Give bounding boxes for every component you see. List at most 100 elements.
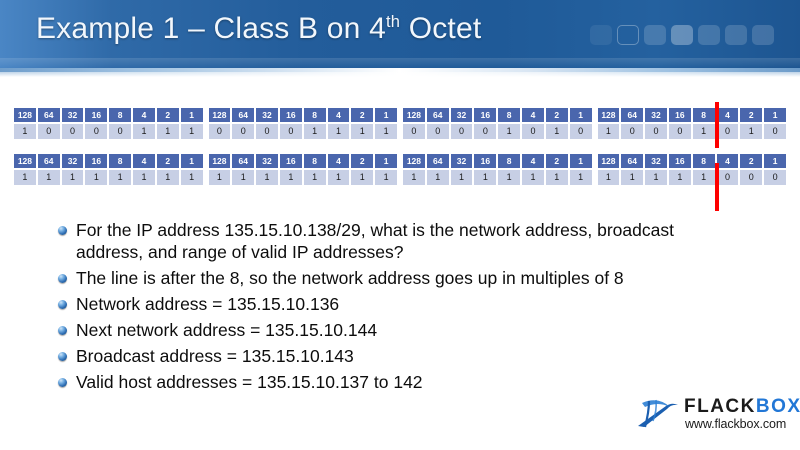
- place-value-cell-32: 32: [256, 154, 278, 168]
- header-square-4: [671, 25, 693, 45]
- place-value-cell-128: 128: [597, 108, 620, 122]
- bit-cell: 1: [133, 124, 155, 139]
- place-value-cell-8: 8: [303, 108, 326, 122]
- bullet-list: For the IP address 135.15.10.138/29, wha…: [58, 219, 698, 397]
- bit-cell: 1: [14, 170, 36, 185]
- bit-cell: 0: [208, 124, 231, 139]
- logo-word-flack: FLACK: [684, 396, 756, 417]
- place-value-cell-64: 64: [426, 108, 449, 122]
- header-square-6: [725, 25, 747, 45]
- place-value-cell-16: 16: [668, 108, 691, 122]
- bit-cell: 0: [716, 124, 739, 139]
- header-square-7: [752, 25, 774, 45]
- place-value-cell-128: 128: [208, 108, 231, 122]
- bullet-sphere-icon: [58, 274, 67, 283]
- bridge-arc-icon: [638, 399, 678, 428]
- bit-cell: 1: [375, 170, 397, 185]
- place-value-cell-2: 2: [545, 154, 568, 168]
- bit-cell: 1: [597, 124, 620, 139]
- place-value-cell-64: 64: [37, 154, 60, 168]
- place-value-cell-1: 1: [375, 154, 397, 168]
- place-value-cell-128: 128: [403, 154, 425, 168]
- place-value-cell-2: 2: [156, 154, 179, 168]
- place-value-cell-16: 16: [279, 108, 302, 122]
- bit-cell: 0: [256, 124, 278, 139]
- bullet-text: Broadcast address = 135.15.10.143: [76, 346, 354, 366]
- bit-cell: 1: [545, 170, 568, 185]
- bit-cell: 1: [37, 170, 60, 185]
- place-value-cell-4: 4: [327, 154, 350, 168]
- bit-cell: 1: [351, 170, 374, 185]
- place-value-cell-4: 4: [133, 154, 155, 168]
- bit-cell: 0: [279, 124, 302, 139]
- place-value-cell-32: 32: [61, 108, 84, 122]
- place-value-cell-8: 8: [498, 108, 521, 122]
- logo-wordmark: FLACKBOX: [684, 396, 800, 418]
- bit-cell: 0: [426, 124, 449, 139]
- bullet-sphere-icon: [58, 300, 67, 309]
- place-value-cell-2: 2: [156, 108, 179, 122]
- list-item: The line is after the 8, so the network …: [58, 267, 698, 289]
- place-value-cell-16: 16: [85, 108, 108, 122]
- place-value-cell-128: 128: [208, 154, 231, 168]
- place-value-cell-4: 4: [716, 108, 739, 122]
- bit-cell: 1: [279, 170, 302, 185]
- place-value-cell-32: 32: [256, 108, 278, 122]
- place-value-cell-8: 8: [498, 154, 521, 168]
- slide-header-band: Example 1 – Class B on 4th Octet: [0, 0, 800, 68]
- place-value-cell-32: 32: [450, 108, 473, 122]
- header-underglow-divider: [0, 68, 800, 77]
- bit-cell: 1: [474, 170, 497, 185]
- place-value-cell-4: 4: [716, 154, 739, 168]
- bit-cell: 1: [14, 124, 36, 139]
- header-square-2: [617, 25, 639, 45]
- bit-cell: 0: [37, 124, 60, 139]
- bit-cell: 0: [450, 124, 473, 139]
- bullet-sphere-icon: [58, 226, 67, 235]
- bit-cell: 0: [621, 124, 644, 139]
- flackbox-logo: FLACKBOX www.flackbox.com: [636, 396, 800, 438]
- bullet-sphere-icon: [58, 326, 67, 335]
- list-item: Valid host addresses = 135.15.10.137 to …: [58, 371, 698, 393]
- page-title-ordinal-suffix: th: [385, 13, 401, 31]
- place-value-cell-16: 16: [279, 154, 302, 168]
- place-value-cell-1: 1: [569, 154, 592, 168]
- place-value-cell-1: 1: [569, 108, 592, 122]
- bit-cell: 1: [327, 124, 350, 139]
- bit-cell: 1: [256, 170, 278, 185]
- bit-cell: 0: [109, 124, 132, 139]
- bit-cell: 0: [668, 124, 691, 139]
- page-title-main: Example 1 – Class B on 4: [36, 12, 386, 45]
- bit-cell: 0: [522, 124, 544, 139]
- bit-cell: 1: [180, 124, 203, 139]
- list-item: Network address = 135.15.10.136: [58, 293, 698, 315]
- bit-cell: 1: [303, 170, 326, 185]
- place-value-cell-128: 128: [14, 108, 36, 122]
- logo-url: www.flackbox.com: [685, 417, 787, 431]
- place-value-cell-8: 8: [109, 154, 132, 168]
- list-item: Broadcast address = 135.15.10.143: [58, 345, 698, 367]
- header-square-1: [590, 25, 612, 45]
- bit-cell: 0: [232, 124, 255, 139]
- bit-cell: 1: [351, 124, 374, 139]
- bit-cell: 0: [764, 124, 786, 139]
- place-value-cell-32: 32: [645, 154, 667, 168]
- bit-cell: 1: [522, 170, 544, 185]
- place-value-cell-64: 64: [621, 154, 644, 168]
- list-item: For the IP address 135.15.10.138/29, wha…: [58, 219, 698, 263]
- header-square-3: [644, 25, 666, 45]
- bit-cell: 1: [692, 124, 715, 139]
- place-value-cell-128: 128: [403, 108, 425, 122]
